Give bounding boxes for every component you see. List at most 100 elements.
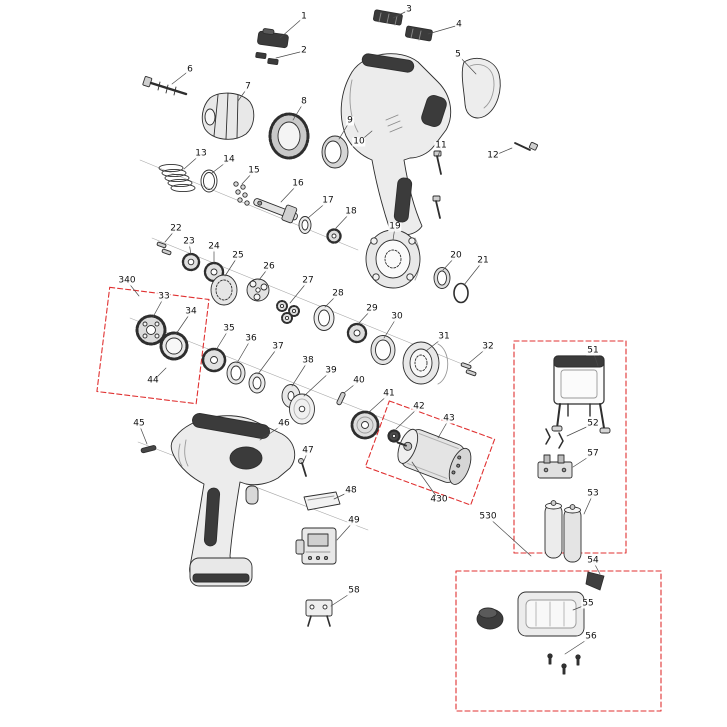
leader-line-28: [324, 293, 339, 308]
part-57-terminal-block: [537, 454, 573, 479]
part-31-gearbox-housing: [402, 341, 449, 385]
part-11-housing-screws: [432, 150, 442, 219]
leader-line-42: [395, 406, 420, 430]
part-39-large-washer: [289, 393, 315, 425]
part-33-clutch-gear: [135, 314, 167, 346]
part-17-washer: [298, 216, 312, 234]
part-58-bracket: [305, 599, 333, 627]
part-26-planet-carrier: [246, 278, 270, 302]
part-1-forward-reverse-button: [257, 28, 289, 49]
leader-line-22: [164, 228, 177, 243]
leader-line-53: [583, 493, 594, 515]
leader-line-32: [468, 346, 489, 364]
part-21-o-ring: [453, 282, 469, 304]
leader-line-33: [152, 296, 165, 318]
leader-line-35: [215, 328, 230, 351]
part-13-spring: [158, 163, 196, 193]
leader-line-13: [183, 153, 202, 170]
leader-line-530: [487, 516, 532, 557]
leader-line-16: [280, 183, 299, 203]
part-40-pin: [336, 391, 346, 406]
part-10-rear-housing: [340, 53, 452, 236]
part-34-ratchet-ring: [159, 331, 189, 361]
part-27-planet-gears: [276, 300, 300, 324]
part-23-gear: [181, 252, 201, 272]
leader-line-38: [291, 360, 309, 387]
part-6-chuck-screw: [142, 76, 188, 96]
leader-line-49: [336, 520, 355, 541]
leader-line-56: [564, 636, 592, 655]
leader-lines-layer: [126, 9, 601, 655]
part-54-latch: [585, 571, 605, 591]
part-25-internal-ring-gear: [210, 274, 238, 306]
leader-line-34: [175, 311, 192, 335]
leader-line-52: [566, 423, 594, 437]
group-box-530-lower: [455, 570, 662, 712]
part-22-pins: [156, 241, 172, 256]
leader-line-40: [343, 380, 360, 394]
leader-line-20: [442, 255, 457, 271]
group-box-340: [96, 286, 210, 405]
leader-line-25: [224, 255, 239, 277]
leader-line-4: [427, 24, 460, 35]
leader-line-47: [302, 450, 309, 464]
part-36-ring: [226, 361, 246, 385]
part-12-handle-screw: [514, 141, 539, 151]
leader-line-1: [279, 16, 305, 39]
part-51-battery-frame: [551, 355, 611, 434]
part-15-steel-balls: [233, 181, 250, 206]
part-42-motor-pinion: [387, 429, 401, 443]
leader-line-21: [463, 260, 484, 286]
part-30-ring: [370, 335, 396, 365]
leader-line-44: [152, 367, 167, 382]
leader-line-18: [335, 211, 352, 229]
leader-line-36: [236, 338, 252, 364]
leader-line-6: [171, 69, 191, 85]
leader-line-58: [330, 590, 355, 607]
part-18-pinion-gear: [326, 228, 342, 244]
part-4-brush-plate-b: [405, 25, 433, 42]
leader-line-17: [307, 200, 329, 219]
part-56-screws: [547, 653, 581, 675]
part-29-sun-gear: [346, 322, 368, 344]
part-37-washer: [248, 372, 266, 394]
leader-line-340: [126, 280, 140, 297]
leader-line-27: [289, 280, 309, 304]
part-7-drill-chuck: [201, 92, 255, 140]
part-49-switch-assembly: [295, 527, 337, 565]
part-45-clip: [140, 445, 157, 454]
part-43-motor: [396, 428, 472, 485]
leader-line-12: [492, 147, 513, 157]
part-55-battery-housing: [476, 591, 585, 637]
part-52-contacts: [545, 428, 564, 449]
part-14-o-ring: [200, 169, 218, 193]
part-46-main-body: [170, 412, 296, 587]
part-35-gear: [201, 347, 227, 373]
part-53-battery-cells: [544, 500, 582, 563]
leader-line-37: [257, 346, 279, 375]
part-47-screw: [298, 458, 307, 477]
leader-line-54: [592, 560, 601, 575]
part-20-retaining-ring: [433, 267, 451, 289]
leader-line-45: [138, 423, 148, 445]
part-2-button-pads: [255, 52, 279, 65]
leader-line-15: [241, 170, 255, 185]
part-16-spindle-shaft: [253, 198, 298, 224]
leader-line-43: [437, 418, 450, 439]
leader-line-57: [572, 453, 594, 468]
leader-line-26: [258, 266, 270, 281]
part-5-handle-cover: [461, 58, 501, 119]
leader-line-2: [275, 50, 305, 59]
group-box-430: [364, 400, 496, 506]
part-28-washer: [313, 305, 335, 331]
part-8-clutch-ring-gear: [268, 112, 310, 160]
part-48-plate: [303, 491, 341, 511]
part-3-brush-plate-a: [373, 9, 403, 26]
part-41-output-gear: [350, 410, 380, 440]
part-32-pins: [460, 362, 477, 377]
part-9-collar-ring: [321, 135, 349, 169]
leader-line-430: [411, 461, 440, 501]
leader-line-14: [211, 159, 230, 174]
